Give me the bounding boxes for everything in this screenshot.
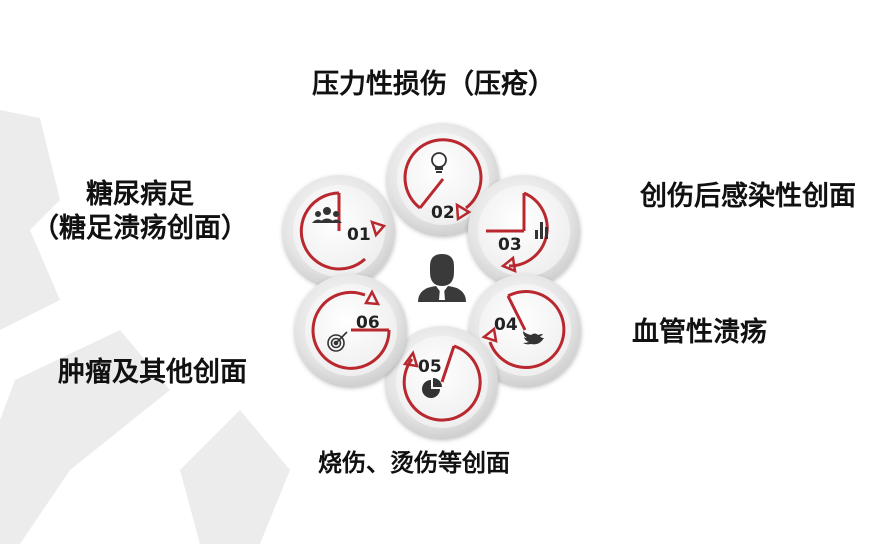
badge-02: 02 — [387, 123, 499, 235]
label-top-left-line2: （糖足溃疡创面） — [32, 213, 248, 244]
badge-03: 03 — [468, 175, 580, 287]
pie-chart-icon — [422, 378, 442, 398]
badge-05-number: 05 — [418, 357, 442, 377]
badge-06: 06 — [295, 274, 407, 386]
target-icon — [327, 331, 348, 352]
bar-chart-icon — [535, 222, 548, 239]
badge-03-number: 03 — [498, 235, 522, 255]
label-right: 血管性溃疡 — [632, 317, 767, 348]
badge-06-number: 06 — [356, 313, 380, 333]
badge-02-number: 02 — [431, 203, 455, 223]
lightbulb-icon — [431, 152, 447, 173]
label-top: 压力性损伤（压疮） — [312, 69, 555, 100]
badge-04-number: 04 — [494, 315, 518, 335]
bird-icon — [523, 331, 544, 345]
label-top-left-line1: 糖尿病足 — [86, 179, 194, 210]
users-icon — [312, 207, 342, 223]
label-left: 肿瘤及其他创面 — [58, 357, 247, 388]
badge-05: 05 — [386, 326, 498, 438]
label-top-right: 创伤后感染性创面 — [640, 181, 856, 212]
person-icon — [418, 254, 466, 302]
badge-01-number: 01 — [347, 225, 371, 245]
badge-01: 01 — [283, 175, 395, 287]
badge-04: 04 — [469, 274, 581, 386]
label-bottom: 烧伤、烫伤等创面 — [318, 449, 510, 477]
label-top-left: 糖尿病足 （糖足溃疡创面） — [28, 178, 252, 246]
